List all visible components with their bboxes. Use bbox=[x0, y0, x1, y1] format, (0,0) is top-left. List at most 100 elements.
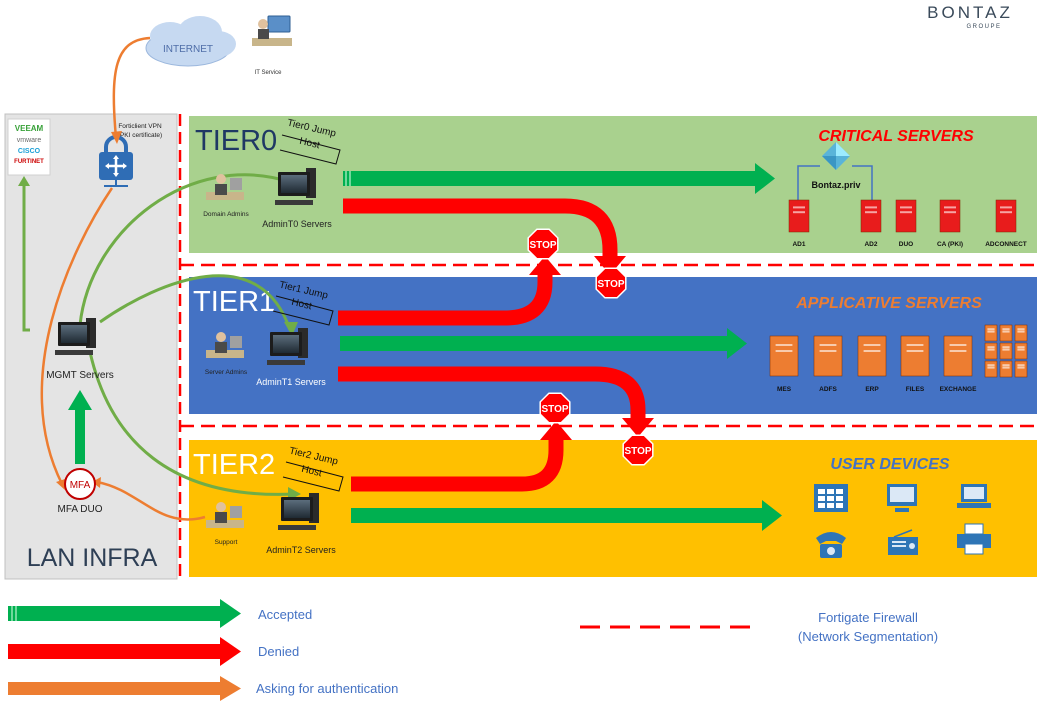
applicative-server-icon bbox=[943, 335, 973, 377]
svg-text:Host: Host bbox=[290, 297, 313, 312]
desktop-icon bbox=[887, 484, 917, 512]
stop-sign-icon: STOP bbox=[527, 228, 559, 260]
legend-firewall-sublabel: (Network Segmentation) bbox=[798, 629, 938, 644]
vendor-fortinet: FURTINET bbox=[14, 159, 44, 165]
exchange-farm-server-icon bbox=[999, 360, 1013, 378]
denied-arrow-tier1-up bbox=[338, 270, 553, 326]
auth-line-support-mfa bbox=[96, 480, 206, 521]
tier1-servers-label: AdminT1 Servers bbox=[256, 377, 326, 387]
lan-infra-label: LAN INFRA bbox=[27, 544, 158, 572]
accepted-arrow-tier2 bbox=[351, 500, 782, 531]
denied-arrowhead-tier1-up bbox=[529, 256, 561, 275]
tier1-admins-label: Server Admins bbox=[205, 369, 248, 376]
denied-arrowhead-tier2-up bbox=[540, 421, 572, 440]
mgmt-link-tier1 bbox=[99, 274, 292, 331]
tier1-admin-computer-icon bbox=[267, 328, 308, 365]
mfa-duo-label: MFA DUO bbox=[57, 504, 102, 515]
tier0-admin-person-icon bbox=[206, 174, 244, 200]
bontaz-logo-sub: GROUPE bbox=[966, 24, 1001, 30]
auth-line-vpn-mfa bbox=[40, 187, 114, 485]
radio-icon bbox=[888, 529, 918, 555]
tier2-title: TIER2 bbox=[193, 449, 275, 481]
exchange-farm-server-icon bbox=[984, 324, 998, 342]
auth-line-internet-vpn bbox=[112, 36, 151, 139]
legend-auth-arrowhead bbox=[220, 676, 241, 701]
exchange-farm-server-icon bbox=[1014, 342, 1028, 360]
applicative-server-label: ADFS bbox=[819, 386, 837, 393]
legend-auth-arrow bbox=[8, 682, 220, 695]
tier0-admins-label: Domain Admins bbox=[203, 211, 249, 218]
mgmt-link-vendors bbox=[22, 182, 30, 332]
tier1-admin-person-icon bbox=[206, 332, 244, 358]
legend-auth-label: Asking for authentication bbox=[256, 681, 398, 696]
stop-sign-label: STOP bbox=[597, 279, 624, 290]
critical-server-label: ADCONNECT bbox=[985, 241, 1027, 248]
applicative-servers-title: APPLICATIVE SERVERS bbox=[795, 295, 982, 312]
stop-sign-icon: STOP bbox=[595, 267, 627, 299]
vendor-veeam: VEEAM bbox=[15, 124, 44, 133]
vendor-vmware: vmware bbox=[17, 137, 42, 144]
legend-denied-arrowhead bbox=[220, 637, 241, 666]
critical-server-icon bbox=[939, 199, 961, 233]
critical-servers-title: CRITICAL SERVERS bbox=[818, 128, 974, 145]
critical-server-label: AD2 bbox=[864, 241, 877, 248]
exchange-farm-server-icon bbox=[1014, 324, 1028, 342]
denied-arrowhead-tier0 bbox=[594, 256, 626, 275]
internet-label: INTERNET bbox=[163, 44, 213, 55]
mfa-badge bbox=[64, 468, 96, 500]
mgmt-link-vendors-head bbox=[18, 176, 30, 186]
calendar-icon bbox=[814, 484, 848, 512]
accepted-arrow-tier1 bbox=[340, 328, 747, 359]
applicative-server-icon bbox=[900, 335, 930, 377]
vpn-lock-icon bbox=[99, 135, 133, 187]
mgmt-servers-computer-icon bbox=[55, 318, 96, 355]
legend-accepted-arrow bbox=[8, 606, 220, 621]
tier2-admins-label: Support bbox=[215, 539, 238, 546]
denied-arrow-tier1-down bbox=[338, 366, 646, 424]
denied-arrow-tier2-up bbox=[351, 436, 564, 492]
applicative-server-label: ERP bbox=[865, 386, 879, 393]
critical-server-label: AD1 bbox=[792, 241, 805, 248]
mgmt-link-tier0 bbox=[78, 173, 291, 326]
it-service-label: IT Service bbox=[255, 70, 283, 76]
legend-denied-label: Denied bbox=[258, 644, 299, 659]
auth-line-internet-vpn-head bbox=[111, 131, 122, 144]
applicative-server-icon bbox=[813, 335, 843, 377]
applicative-server-icon bbox=[769, 335, 799, 377]
stop-sign-icon: STOP bbox=[622, 434, 654, 466]
internet-cloud-icon bbox=[145, 16, 236, 67]
stop-sign-icon: STOP bbox=[539, 392, 571, 424]
printer-icon bbox=[957, 523, 991, 555]
vpn-sublabel: (PKI certificate) bbox=[118, 132, 162, 139]
vpn-label: Forticlient VPN bbox=[118, 123, 162, 130]
exchange-farm-server-icon bbox=[1014, 360, 1028, 378]
legend-accepted-label: Accepted bbox=[258, 607, 312, 622]
critical-server-label: DUO bbox=[899, 241, 913, 248]
applicative-server-label: FILES bbox=[906, 386, 925, 393]
bontaz-logo: BONTAZ bbox=[927, 3, 1013, 22]
critical-server-icon bbox=[995, 199, 1017, 233]
mfa-badge-text: MFA bbox=[70, 480, 91, 491]
user-devices-title: USER DEVICES bbox=[830, 456, 949, 473]
auth-line-support-mfa-head bbox=[92, 477, 101, 488]
exchange-farm-server-icon bbox=[984, 342, 998, 360]
legend-firewall-label: Fortigate Firewall bbox=[818, 610, 918, 625]
stop-sign-label: STOP bbox=[541, 404, 568, 415]
bontaz-priv-label: Bontaz.priv bbox=[811, 180, 860, 190]
mgmt-mfa-arrow-head bbox=[68, 390, 92, 410]
tier2-admin-person-icon bbox=[206, 502, 244, 528]
svg-text:Host: Host bbox=[298, 136, 321, 151]
tier0-admin-computer-icon bbox=[275, 168, 316, 205]
critical-server-icon bbox=[860, 199, 882, 233]
denied-arrow-tier0-down bbox=[343, 198, 618, 262]
applicative-server-label: MES bbox=[777, 386, 792, 393]
stop-sign-label: STOP bbox=[529, 240, 556, 251]
denied-arrowhead-tier1-down bbox=[622, 418, 654, 437]
tier2-servers-label: AdminT2 Servers bbox=[266, 545, 336, 555]
critical-server-icon bbox=[895, 199, 917, 233]
ad-connector bbox=[797, 165, 873, 200]
applicative-server-icon bbox=[857, 335, 887, 377]
mgmt-link-tier2 bbox=[88, 351, 296, 496]
tier2-admin-computer-icon bbox=[278, 493, 319, 530]
